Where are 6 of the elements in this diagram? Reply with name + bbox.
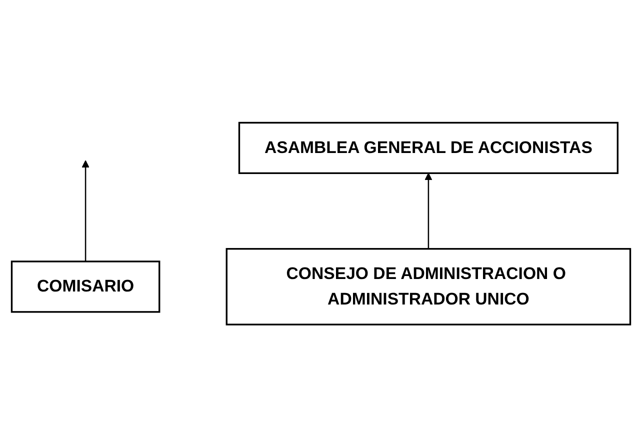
node-box bbox=[226, 248, 632, 326]
arrow bbox=[82, 160, 90, 262]
arrow bbox=[424, 172, 432, 249]
node-box bbox=[238, 122, 618, 174]
node-box bbox=[10, 260, 160, 313]
org-chart-drawing: ASAMBLEA GENERAL DE ACCIONISTAS COMISARIO CONSEJO DE ADMINISTRACION O ADMINISTRADOR UNICO bbox=[5, 116, 637, 332]
